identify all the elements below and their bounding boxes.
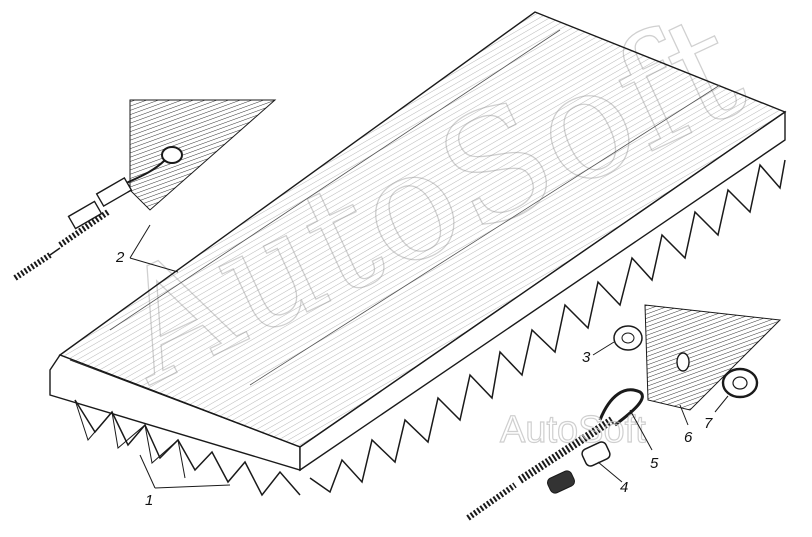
eyelet-left [161,146,183,164]
grommet [721,367,759,399]
callout-7: 7 [704,395,729,432]
callout-5: 5 [629,409,659,472]
callout-5-label: 5 [650,455,659,472]
callout-4-label: 4 [620,479,628,496]
callout-3-label: 3 [582,349,591,366]
callout-6-label: 6 [684,429,693,446]
cushion-side-face [299,110,786,472]
callout-2-label: 2 [115,249,125,266]
cushion-ridge [69,359,301,448]
wall-panel-right [644,304,782,411]
cushion-pad [49,11,787,472]
spring-zigzag-side [309,159,786,494]
spring-zigzag-front [74,399,301,497]
callout-7-label: 7 [704,415,713,432]
callout-1: 1 [139,454,231,509]
cushion-ridge [109,29,561,331]
callout-2: 2 [115,224,179,273]
clamp-sleeves [546,441,611,494]
tension-cable-right [466,388,644,521]
callout-6: 6 [679,404,693,446]
watermark-small: AutoSoft [500,409,646,451]
washer [613,325,643,351]
callout-4: 4 [597,461,628,496]
cushion-ridge [249,84,721,386]
tension-cable-left [13,159,166,281]
panel-hole [676,352,690,372]
callout-3: 3 [582,341,615,366]
wall-panel-left [129,99,277,211]
callout-1-label: 1 [145,492,153,509]
